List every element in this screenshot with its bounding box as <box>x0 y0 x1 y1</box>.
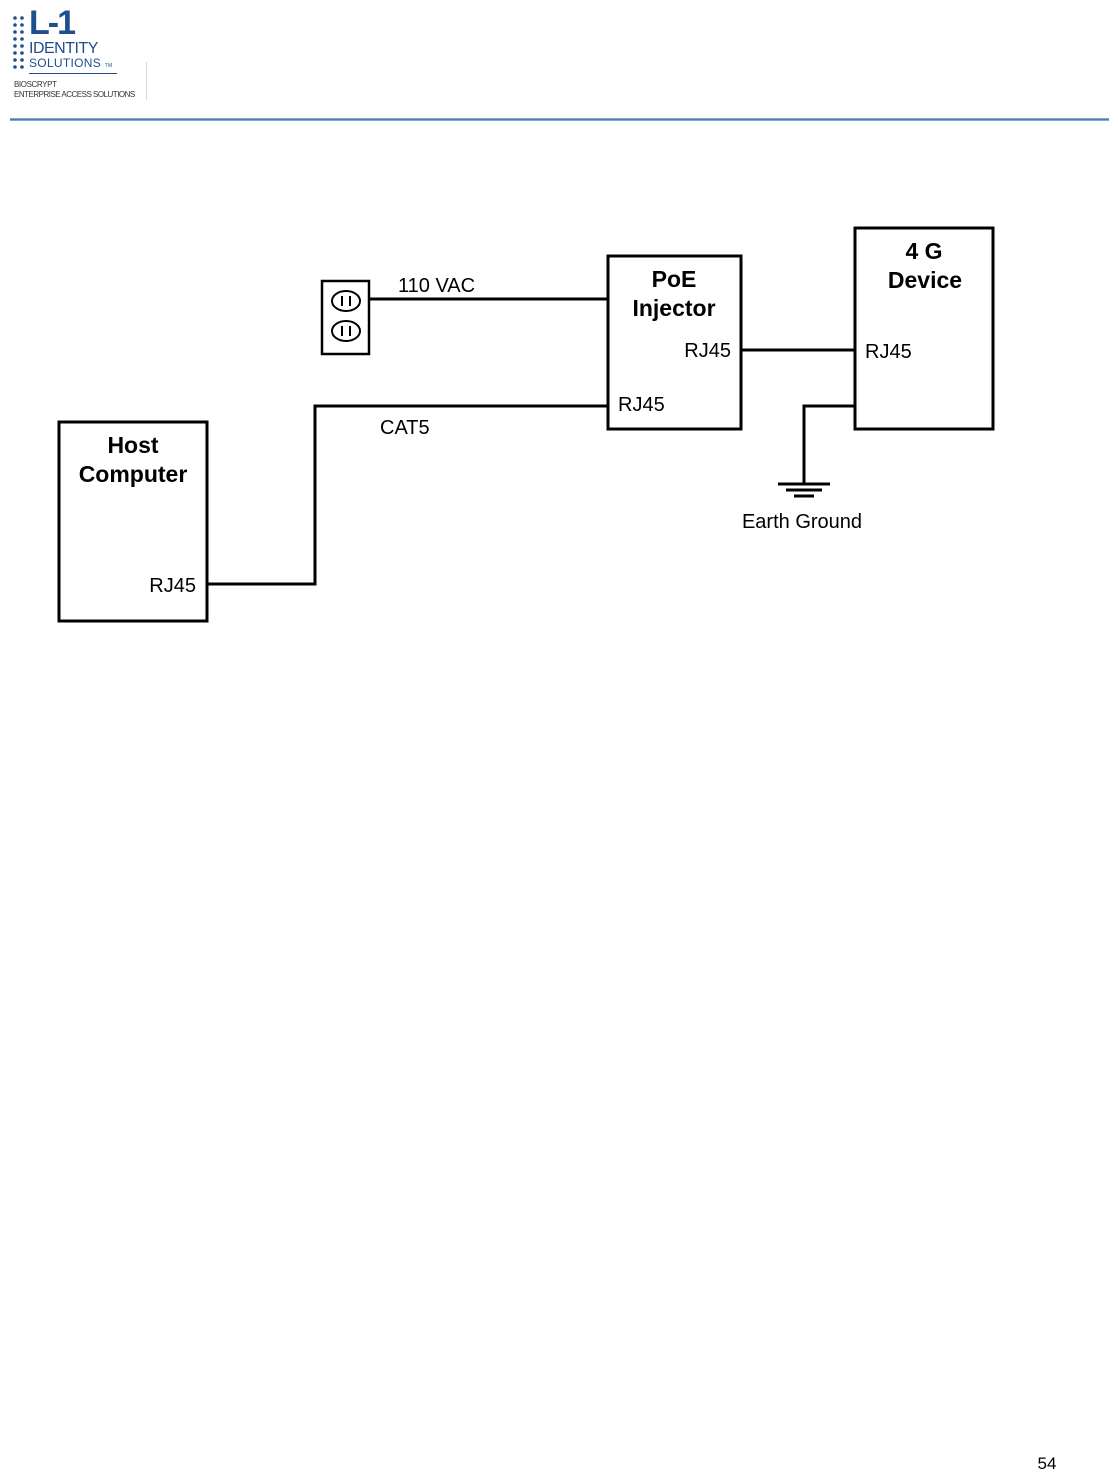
device-title-line1: 4 G <box>905 238 942 264</box>
poe-injector-title-line2: Injector <box>632 295 715 321</box>
cable-label: CAT5 <box>380 417 430 439</box>
host-title-line1: Host <box>107 432 158 458</box>
device-port: RJ45 <box>865 341 912 363</box>
power-outlet-icon <box>322 281 369 354</box>
poe-injector-port-in: RJ45 <box>618 394 665 416</box>
device-title-line2: Device <box>888 267 962 293</box>
ground-label: Earth Ground <box>742 511 862 533</box>
host-title-line2: Computer <box>79 461 188 487</box>
power-line-label: 110 VAC <box>398 275 475 297</box>
page-number: 54 <box>1022 1455 1072 1472</box>
poe-injector-title-line1: PoE <box>652 266 697 292</box>
ground-wire <box>804 406 855 483</box>
host-port: RJ45 <box>149 575 196 597</box>
ground-symbol-icon <box>778 484 830 496</box>
poe-injector-port-out: RJ45 <box>684 340 731 362</box>
